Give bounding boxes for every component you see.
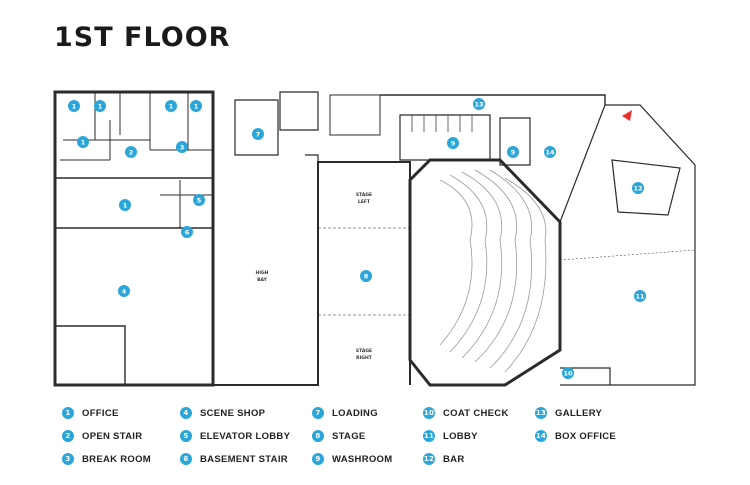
room-marker-number: 7 <box>256 130 261 138</box>
room-marker <box>193 194 205 206</box>
room-marker <box>94 100 106 112</box>
legend-number: 12 <box>423 453 435 465</box>
legend-number: 14 <box>535 430 547 442</box>
room-marker-number: 1 <box>194 102 199 110</box>
room-marker-number: 11 <box>635 292 645 300</box>
room-marker-number: 3 <box>180 143 185 151</box>
legend-label: LOADING <box>332 407 378 419</box>
high-bay-label-1: HIGH <box>256 270 269 276</box>
room-marker <box>562 367 574 379</box>
room-marker-number: 12 <box>633 184 642 192</box>
legend-number: 3 <box>62 453 74 465</box>
room-marker-number: 9 <box>451 139 456 147</box>
legend-item: 1 OFFICE <box>62 407 119 419</box>
legend-label: BOX OFFICE <box>555 430 617 442</box>
legend-number: 10 <box>423 407 435 419</box>
legend-item: 11 LOBBY <box>423 430 478 442</box>
legend-number: 7 <box>312 407 324 419</box>
legend-item: 7 LOADING <box>312 407 378 419</box>
page-title: 1ST FLOOR <box>54 22 231 53</box>
legend-item: 8 STAGE <box>312 430 366 442</box>
legend-item: 13 GALLERY <box>535 407 602 419</box>
legend-label: COAT CHECK <box>443 407 509 419</box>
room-marker <box>544 146 556 158</box>
legend-label: BAR <box>443 453 465 465</box>
room-marker-number: 2 <box>129 148 134 156</box>
room-marker <box>360 270 372 282</box>
room-marker-number: 4 <box>122 287 127 295</box>
legend-label: BREAK ROOM <box>82 453 151 465</box>
legend-label: WASHROOM <box>332 453 393 465</box>
room-marker-number: 9 <box>511 148 516 156</box>
legend-item: 9 WASHROOM <box>312 453 392 465</box>
legend-number: 8 <box>312 430 324 442</box>
room-marker <box>119 199 131 211</box>
stage-right-label-2: RIGHT <box>356 355 373 361</box>
stage-left-label-2: LEFT <box>358 199 371 205</box>
room-marker-number: 1 <box>98 102 103 110</box>
room-marker-number: 10 <box>563 369 573 377</box>
legend-number: 5 <box>180 430 192 442</box>
legend-item: 6 BASEMENT STAIR <box>180 453 288 465</box>
room-marker <box>473 98 485 110</box>
room-marker <box>68 100 80 112</box>
legend-item: 3 BREAK ROOM <box>62 453 151 465</box>
room-marker-number: 1 <box>72 102 77 110</box>
legend-label: GALLERY <box>555 407 603 419</box>
room-marker <box>118 285 130 297</box>
room-marker <box>634 290 646 302</box>
room-marker <box>181 226 193 238</box>
high-bay-label-2: BAY <box>257 277 267 283</box>
room-marker-number: 14 <box>545 148 555 156</box>
room-marker <box>632 182 644 194</box>
stage-left-label-1: STAGE <box>356 192 372 198</box>
room-marker <box>190 100 202 112</box>
legend-label: OPEN STAIR <box>82 430 143 442</box>
legend-label: OFFICE <box>82 407 119 419</box>
legend-label: STAGE <box>332 430 366 442</box>
room-marker <box>125 146 137 158</box>
legend-label: BASEMENT STAIR <box>200 453 288 465</box>
room-marker-number: 1 <box>123 201 128 209</box>
legend-item: 14 BOX OFFICE <box>535 430 616 442</box>
room-marker-number: 5 <box>197 196 202 204</box>
legend-label: LOBBY <box>443 430 478 442</box>
room-marker-number: 1 <box>169 102 174 110</box>
legend-item: 10 COAT CHECK <box>423 407 509 419</box>
legend-item: 5 ELEVATOR LOBBY <box>180 430 290 442</box>
stage-right-label-1: STAGE <box>356 348 372 354</box>
legend-item: 4 SCENE SHOP <box>180 407 265 419</box>
room-marker <box>447 137 459 149</box>
room-marker-number: 13 <box>474 100 483 108</box>
room-marker-number: 1 <box>81 138 86 146</box>
room-marker-number: 6 <box>185 228 190 236</box>
legend-item: 2 OPEN STAIR <box>62 430 142 442</box>
room-marker-number: 8 <box>364 272 369 280</box>
room-marker <box>77 136 89 148</box>
room-marker <box>252 128 264 140</box>
legend-number: 11 <box>423 430 435 442</box>
legend-number: 2 <box>62 430 74 442</box>
legend-number: 4 <box>180 407 192 419</box>
legend-number: 13 <box>535 407 547 419</box>
north-arrow-icon <box>622 110 632 121</box>
legend-number: 1 <box>62 407 74 419</box>
room-marker <box>507 146 519 158</box>
legend-number: 6 <box>180 453 192 465</box>
room-marker <box>176 141 188 153</box>
legend-label: ELEVATOR LOBBY <box>200 430 291 442</box>
legend-item: 12 BAR <box>423 453 464 465</box>
room-marker <box>165 100 177 112</box>
legend-label: SCENE SHOP <box>200 407 266 419</box>
legend-number: 9 <box>312 453 324 465</box>
